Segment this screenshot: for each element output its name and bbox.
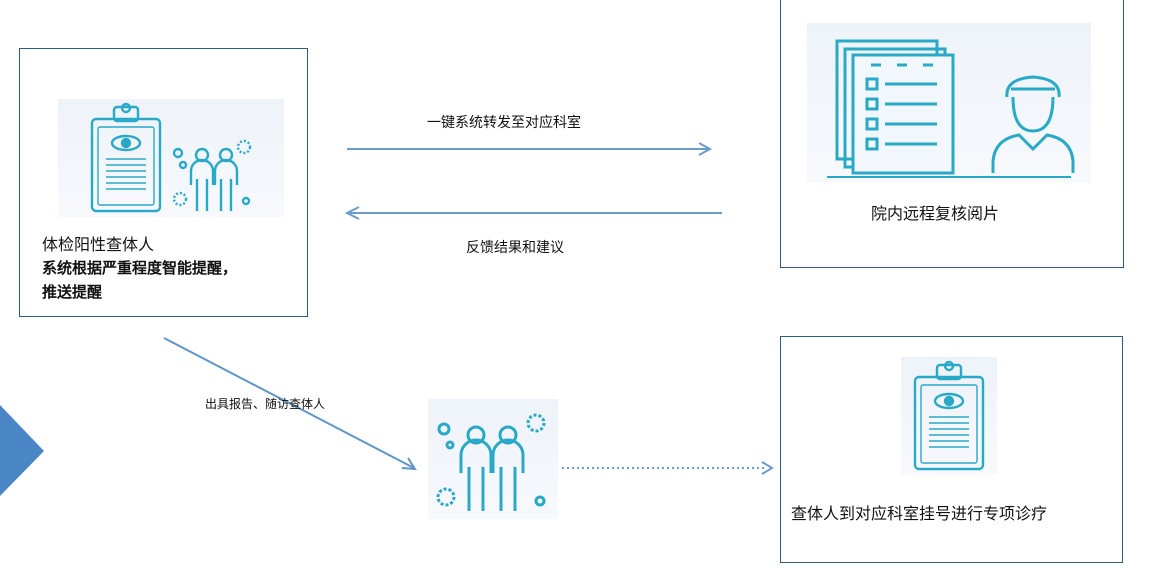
patients-illustration [428, 399, 558, 519]
department-treatment-box: 查体人到对应科室挂号进行专项诊疗 [780, 336, 1123, 563]
positive-title: 体检阳性查体人 [42, 235, 155, 254]
examinee-illustration [58, 99, 284, 217]
remote-review-box: 院内远程复核阅片 [780, 0, 1124, 268]
report-arrowhead [401, 457, 417, 471]
report-documents-icon [827, 39, 1071, 178]
forward-arrow-label: 一键系统转发至对应科室 [427, 115, 581, 131]
dotted-arrowhead [761, 461, 774, 475]
patients-icon [436, 413, 546, 511]
remote-review-caption: 院内远程复核阅片 [871, 204, 1000, 223]
doctor-icon [991, 75, 1075, 173]
feedback-arrowhead [344, 206, 360, 220]
report-arrow-label: 出具报告、随访查体人 [205, 397, 326, 411]
department-illustration [901, 357, 997, 475]
positive-bold-line2: 推送提醒 [42, 283, 103, 301]
department-caption: 查体人到对应科室挂号进行专项诊疗 [791, 504, 1048, 523]
positive-bold-line1: 系统根据严重程度智能提醒， [42, 259, 238, 277]
positive-examinee-box: 体检阳性查体人 系统根据严重程度智能提醒， 推送提醒 [19, 48, 308, 317]
patients-icon [172, 139, 252, 211]
clipboard-eye-icon [90, 102, 162, 213]
forward-arrowhead [698, 142, 713, 156]
side-triangle-marker [0, 405, 44, 496]
clipboard-eye-icon [913, 360, 985, 471]
feedback-arrow-label: 反馈结果和建议 [466, 240, 564, 256]
remote-review-illustration [807, 23, 1091, 183]
report-arrow [163, 337, 415, 469]
